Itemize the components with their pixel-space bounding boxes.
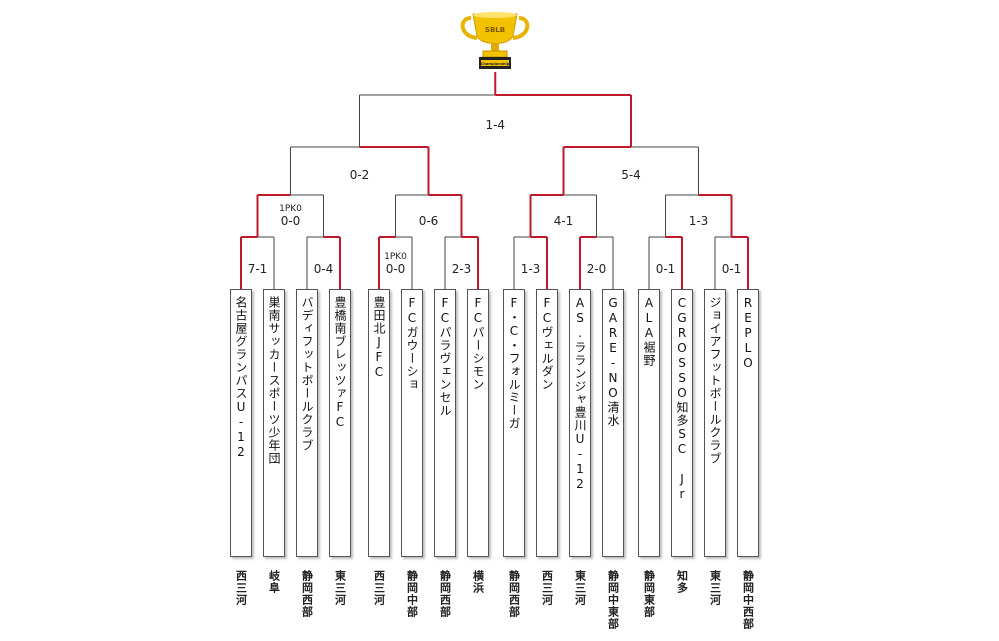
- trophy-icon: SBLB Championship: [460, 12, 530, 69]
- team-region: 静岡西部: [438, 570, 452, 618]
- team-region: 静岡西部: [507, 570, 521, 618]
- team-name: FCガウーショ: [405, 296, 419, 391]
- team-name: ALA裾野: [642, 296, 656, 367]
- team-name: AS.ラランジャ豊川U-12: [573, 296, 587, 492]
- match-score: 7-1: [248, 262, 268, 276]
- team-box: 豊田北JFC: [368, 289, 390, 557]
- match-score: 0-1: [722, 262, 742, 276]
- team-region: 東三河: [573, 570, 587, 606]
- score-value: 1-3: [688, 214, 709, 228]
- match-score: 0-6: [419, 214, 439, 228]
- score-value: 7-1: [247, 262, 268, 276]
- match-score: 2-0: [587, 262, 607, 276]
- team-region: 東三河: [333, 570, 347, 606]
- match-score: 1-3: [521, 262, 541, 276]
- team-box: FCパーシモン: [467, 289, 489, 557]
- score-value: 1-3: [520, 262, 541, 276]
- team-box: CGROSSO知多SC Jr: [671, 289, 693, 557]
- team-box: FCガウーショ: [401, 289, 423, 557]
- team-name: FCパーシモン: [471, 296, 485, 391]
- team-region: 知多: [675, 570, 689, 594]
- score-value: 4-1: [553, 214, 574, 228]
- team-name: 巣南サッカースポーツ少年団: [267, 296, 281, 465]
- team-name: 名古屋グランパスU-12: [234, 296, 248, 460]
- pk-score: 1PK0: [384, 252, 407, 262]
- team-name: CGROSSO知多SC Jr: [675, 296, 689, 502]
- team-region: 岐阜: [267, 570, 281, 594]
- team-box: 名古屋グランパスU-12: [230, 289, 252, 557]
- score-value: 5-4: [621, 168, 641, 182]
- score-value: 0-2: [349, 168, 370, 182]
- match-score: 0-2: [350, 168, 370, 182]
- match-score: 0-1: [656, 262, 676, 276]
- team-name: 豊田北JFC: [372, 296, 386, 380]
- match-score: 2-3: [452, 262, 472, 276]
- team-box: REPLO: [737, 289, 759, 557]
- score-value: 2-0: [586, 262, 607, 276]
- team-box: F・C・フォルミーガ: [503, 289, 525, 557]
- team-box: バディフットボールクラブ: [296, 289, 318, 557]
- team-box: 豊橋南ブレッツァFC: [329, 289, 351, 557]
- trophy-cup-text: SBLB: [485, 26, 505, 34]
- team-box: ALA裾野: [638, 289, 660, 557]
- score-value: 0-0: [280, 214, 301, 228]
- team-region: 静岡西部: [300, 570, 314, 618]
- team-name: FCヴェルダン: [540, 296, 554, 391]
- team-region: 静岡中部: [405, 570, 419, 618]
- score-value: 0-1: [655, 262, 676, 276]
- team-region: 静岡中東部: [606, 570, 620, 630]
- trophy-plate-text: Championship: [481, 62, 510, 66]
- match-score: 4-1: [554, 214, 574, 228]
- team-box: 巣南サッカースポーツ少年団: [263, 289, 285, 557]
- team-box: GARE-NO清水: [602, 289, 624, 557]
- team-region: 横浜: [471, 570, 485, 594]
- score-value: 0-1: [721, 262, 742, 276]
- score-value: 2-3: [451, 262, 472, 276]
- team-name: FCパラヴェンセル: [438, 296, 452, 417]
- match-score: 0-4: [314, 262, 334, 276]
- team-region: 東三河: [708, 570, 722, 606]
- team-box: FCヴェルダン: [536, 289, 558, 557]
- pk-score: 1PK0: [279, 204, 302, 214]
- team-region: 西三河: [234, 570, 248, 606]
- team-name: 豊橋南ブレッツァFC: [333, 296, 347, 430]
- team-name: バディフットボールクラブ: [300, 296, 314, 452]
- team-region: 西三河: [540, 570, 554, 606]
- score-value: 0-6: [418, 214, 439, 228]
- score-value: 0-4: [313, 262, 334, 276]
- match-score: 5-4: [621, 168, 641, 182]
- team-name: GARE-NO清水: [606, 296, 620, 427]
- team-box: AS.ラランジャ豊川U-12: [569, 289, 591, 557]
- match-score: 1-4: [485, 118, 505, 132]
- team-region: 静岡東部: [642, 570, 656, 618]
- team-region: 静岡中西部: [741, 570, 755, 630]
- team-name: ジョイアフットボールクラブ: [708, 296, 722, 465]
- team-region: 西三河: [372, 570, 386, 606]
- score-value: 0-0: [385, 262, 406, 276]
- team-name: REPLO: [741, 296, 755, 371]
- team-name: F・C・フォルミーガ: [507, 296, 521, 430]
- score-value: 1-4: [485, 118, 506, 132]
- team-box: ジョイアフットボールクラブ: [704, 289, 726, 557]
- team-box: FCパラヴェンセル: [434, 289, 456, 557]
- match-score: 1-3: [689, 214, 709, 228]
